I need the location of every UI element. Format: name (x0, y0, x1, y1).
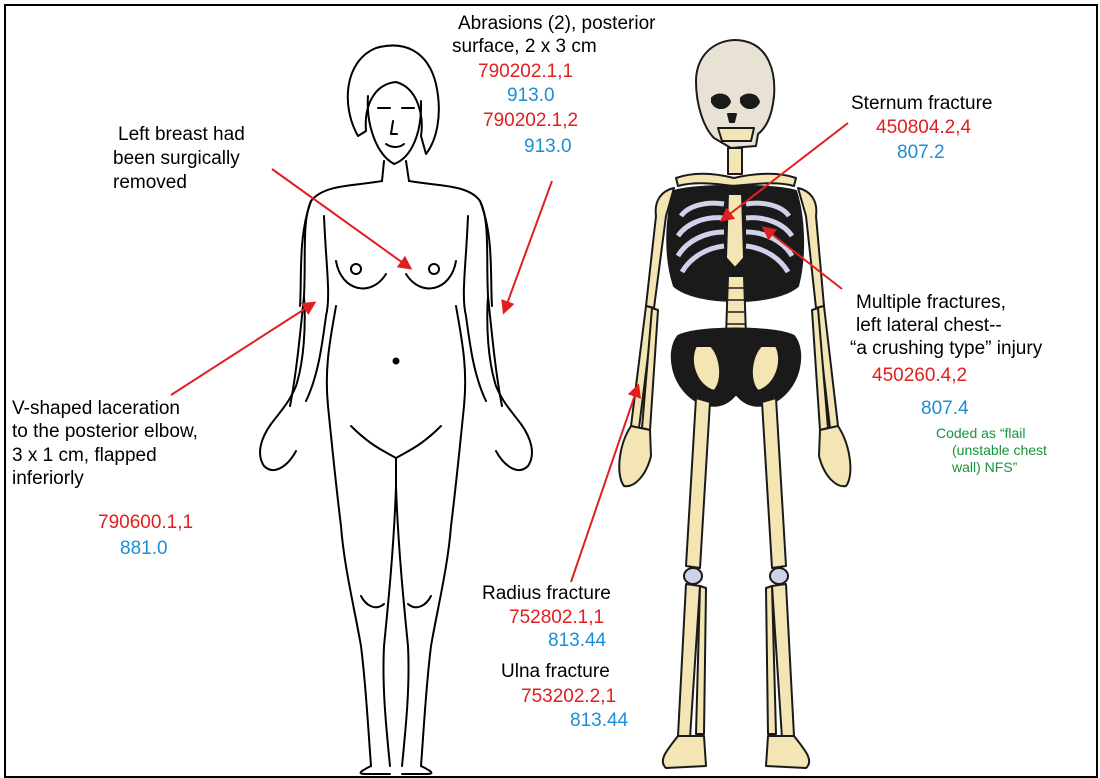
arrow-abrasions (504, 181, 552, 312)
chest-label-line1: Multiple fractures, (856, 291, 1006, 314)
radius-ais-code: 752802.1,1 (509, 606, 604, 629)
sternum-label: Sternum fracture (851, 92, 993, 115)
abrasions-label-line2: surface, 2 x 3 cm (452, 35, 597, 58)
abrasions-icd-code-1: 913.0 (507, 84, 555, 107)
sternum-ais-code: 450804.2,4 (876, 116, 971, 139)
ulna-ais-code: 753202.2,1 (521, 685, 616, 708)
ulna-label: Ulna fracture (501, 660, 610, 683)
laceration-label-line2: to the posterior elbow, (12, 420, 198, 443)
abrasions-icd-code-2: 913.0 (524, 135, 572, 158)
injury-diagram: Abrasions (2), posterior surface, 2 x 3 … (4, 4, 1098, 778)
breast-label-line3: removed (113, 171, 187, 194)
arrow-radius (571, 386, 638, 582)
chest-ais-code: 450260.4,2 (872, 364, 967, 387)
laceration-label-line1: V-shaped laceration (12, 397, 180, 420)
abrasions-ais-code-2: 790202.1,2 (483, 109, 578, 132)
abrasions-label-line1: Abrasions (2), posterior (458, 12, 655, 35)
chest-label-line3: “a crushing type” injury (850, 337, 1042, 360)
arrow-chest (764, 228, 842, 289)
sternum-icd-code: 807.2 (897, 141, 945, 164)
laceration-label-line4: inferiorly (12, 467, 84, 490)
ulna-icd-code: 813.44 (570, 709, 628, 732)
laceration-ais-code: 790600.1,1 (98, 511, 193, 534)
arrow-laceration (171, 303, 314, 395)
chest-label-line2: left lateral chest-- (856, 314, 1002, 337)
abrasions-ais-code-1: 790202.1,1 (478, 60, 573, 83)
chest-note-line3: wall) NFS” (952, 459, 1017, 476)
laceration-icd-code: 881.0 (120, 537, 168, 560)
radius-icd-code: 813.44 (548, 629, 606, 652)
arrow-breast (272, 169, 410, 268)
chest-note-line2: (unstable chest (952, 442, 1047, 459)
arrow-sternum (722, 123, 848, 220)
laceration-label-line3: 3 x 1 cm, flapped (12, 444, 157, 467)
radius-label: Radius fracture (482, 582, 611, 605)
breast-label-line2: been surgically (113, 147, 240, 170)
breast-label-line1: Left breast had (118, 123, 245, 146)
chest-note-line1: Coded as “flail (936, 425, 1026, 442)
chest-icd-code: 807.4 (921, 397, 969, 420)
